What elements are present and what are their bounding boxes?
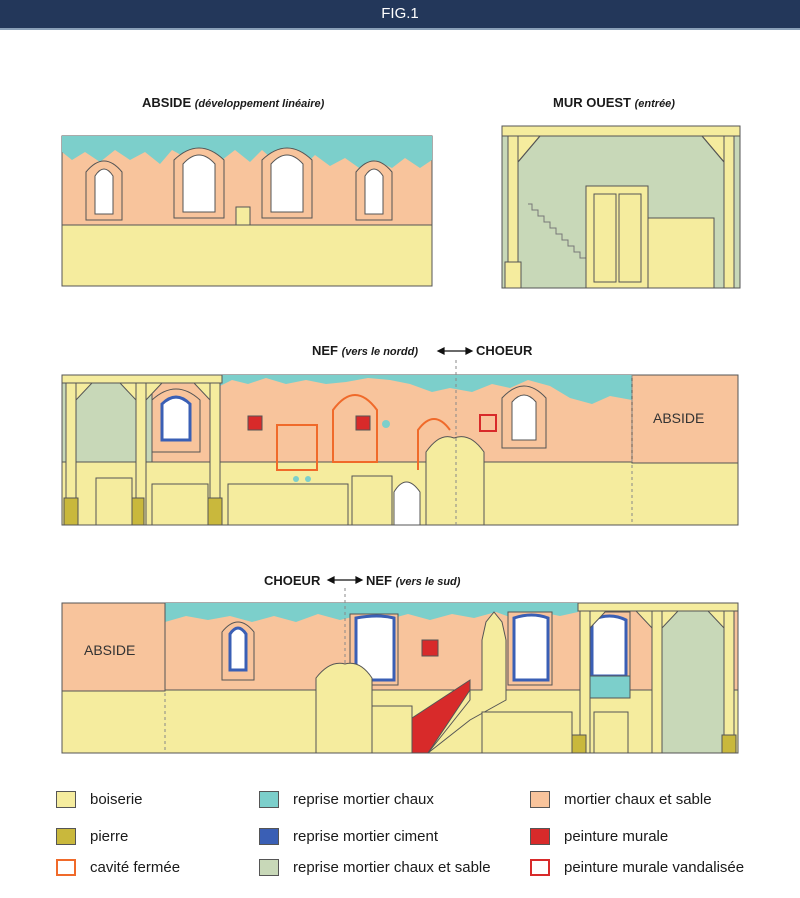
mur-ouest-elevation bbox=[501, 125, 741, 289]
sud-note-text: (vers le sud) bbox=[395, 576, 461, 588]
nord-abside-label: ABSIDE bbox=[653, 410, 705, 426]
legend-swatch bbox=[530, 790, 550, 808]
legend-item-reprise-mortier-ciment: reprise mortier ciment bbox=[259, 825, 438, 847]
legend-swatch bbox=[530, 858, 550, 876]
legend-label: cavité fermée bbox=[90, 858, 181, 876]
sud-abside-label: ABSIDE bbox=[84, 642, 136, 658]
legend-item-peinture-murale: peinture murale bbox=[530, 825, 668, 847]
nord-left-label: NEF (vers le nordd) bbox=[312, 343, 418, 358]
abside-subtitle-text: (développement linéaire) bbox=[194, 98, 325, 110]
figure-header-bar: FIG.1 bbox=[0, 0, 800, 30]
legend-swatch bbox=[259, 858, 279, 876]
legend-item-reprise-mortier-chaux: reprise mortier chaux bbox=[259, 788, 434, 810]
nord-elevation bbox=[61, 360, 739, 526]
sud-nef-text: NEF bbox=[366, 573, 392, 588]
nord-note-text: (vers le nordd) bbox=[341, 346, 419, 358]
legend-label: reprise mortier ciment bbox=[293, 827, 439, 845]
sud-direction-arrow bbox=[326, 576, 364, 584]
legend-label: peinture murale vandalisée bbox=[564, 858, 745, 876]
legend-label: mortier chaux et sable bbox=[564, 790, 712, 808]
abside-view-title: ABSIDE (développement linéaire) bbox=[142, 95, 324, 110]
legend-swatch bbox=[259, 827, 279, 845]
legend-swatch bbox=[56, 790, 76, 808]
legend-item-mortier-chaux-et-sable: mortier chaux et sable bbox=[530, 788, 712, 810]
legend-swatch bbox=[259, 790, 279, 808]
nord-direction-arrow bbox=[436, 347, 474, 355]
legend-label: reprise mortier chaux et sable bbox=[293, 858, 491, 876]
sud-elevation bbox=[61, 588, 739, 754]
legend-item-pierre: pierre bbox=[56, 825, 128, 847]
legend-label: reprise mortier chaux bbox=[293, 790, 434, 808]
legend-swatch bbox=[530, 827, 550, 845]
legend-label: pierre bbox=[90, 827, 129, 845]
nord-right-label: CHOEUR bbox=[476, 343, 533, 358]
legend-item-peinture-murale-vandalisee: peinture murale vandalisée bbox=[530, 856, 744, 878]
mur-ouest-title-text: MUR OUEST bbox=[553, 95, 631, 110]
mur-ouest-subtitle-text: (entrée) bbox=[634, 98, 675, 110]
mur-ouest-view-title: MUR OUEST (entrée) bbox=[553, 95, 675, 110]
legend-item-cavite-fermee: cavité fermée bbox=[56, 856, 180, 878]
legend-swatch bbox=[56, 858, 76, 876]
legend-item-boiserie: boiserie bbox=[56, 788, 143, 810]
abside-title-text: ABSIDE bbox=[142, 95, 192, 110]
legend-swatch bbox=[56, 827, 76, 845]
sud-left-label: CHOEUR bbox=[264, 573, 321, 588]
legend-label: boiserie bbox=[90, 790, 143, 808]
sud-right-label: NEF (vers le sud) bbox=[366, 573, 460, 588]
legend-label: peinture murale bbox=[564, 827, 669, 845]
legend-item-reprise-mortier-chaux-et-sable: reprise mortier chaux et sable bbox=[259, 856, 491, 878]
figure-title: FIG.1 bbox=[381, 5, 419, 22]
nord-nef-text: NEF bbox=[312, 343, 338, 358]
abside-elevation bbox=[61, 135, 433, 287]
